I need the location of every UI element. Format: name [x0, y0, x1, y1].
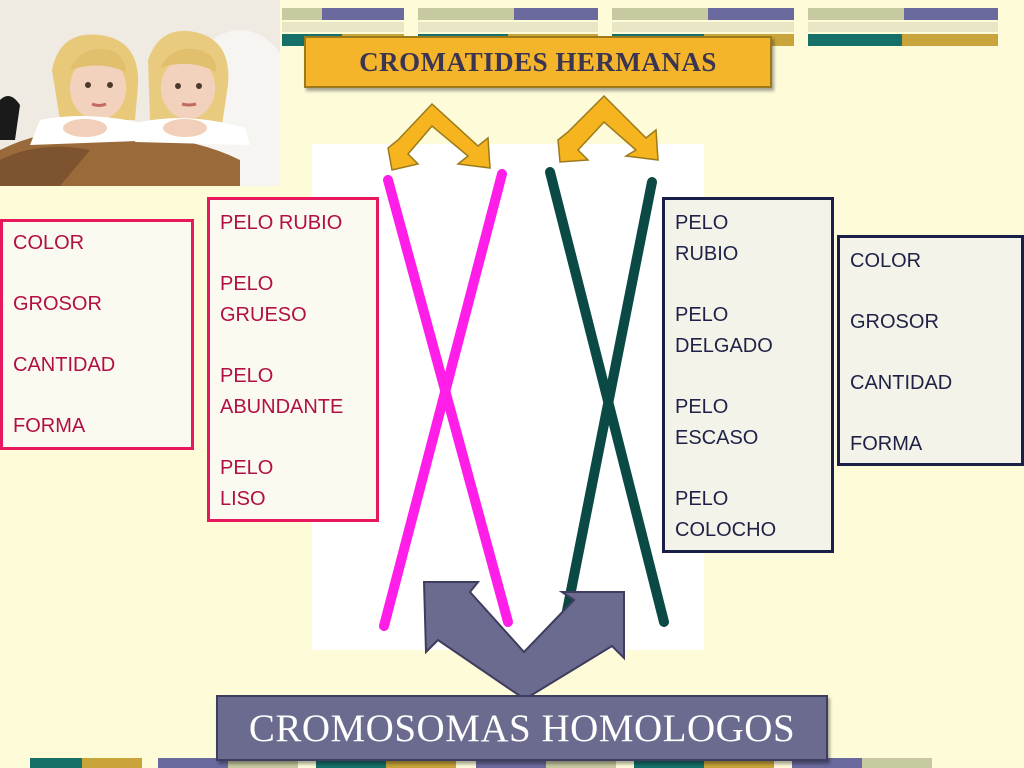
twins-photo	[0, 0, 280, 186]
value-item: PELO RUBIO	[675, 212, 739, 265]
right-traits-box: COLOR GROSOR CANTIDAD FORMA	[837, 235, 1024, 466]
trait-item: CANTIDAD	[850, 372, 953, 394]
purple-double-arrow-icon	[422, 581, 625, 697]
value-item: PELO COLOCHO	[675, 488, 777, 541]
cromosomas-homologos-title: CROMOSOMAS HOMOLOGOS	[216, 695, 828, 761]
trait-item: GROSOR	[850, 311, 939, 333]
trait-item: COLOR	[850, 250, 922, 272]
cromatides-hermanas-title: CROMATIDES HERMANAS	[304, 36, 772, 88]
bottom-title-text: CROMOSOMAS HOMOLOGOS	[248, 706, 796, 750]
green-chromosome	[545, 167, 669, 627]
pink-chromosome	[379, 169, 513, 631]
twins-photo-icon	[0, 0, 280, 186]
trait-item: FORMA	[13, 415, 86, 437]
trait-item: FORMA	[850, 433, 923, 455]
value-item: PELO GRUESO	[220, 273, 307, 326]
left-traits-box: COLOR GROSOR CANTIDAD FORMA	[0, 219, 194, 450]
trait-item: CANTIDAD	[13, 354, 116, 376]
value-item: PELO ABUNDANTE	[220, 365, 344, 418]
trait-item: GROSOR	[13, 293, 102, 315]
trait-item: COLOR	[13, 232, 85, 254]
value-item: PELO DELGADO	[675, 304, 773, 357]
value-item: PELO LISO	[220, 457, 274, 510]
top-title-text: CROMATIDES HERMANAS	[359, 46, 717, 77]
bottom-decoration	[30, 758, 990, 768]
left-values-box: PELO RUBIO PELO GRUESO PELO ABUNDANTE PE…	[207, 197, 379, 522]
right-values-box: PELO RUBIO PELO DELGADO PELO ESCASO PELO…	[662, 197, 834, 553]
yellow-arrow-left-icon	[387, 102, 491, 171]
value-item: PELO RUBIO	[220, 212, 343, 234]
value-item: PELO ESCASO	[675, 396, 759, 449]
yellow-arrow-right-icon	[557, 94, 659, 163]
